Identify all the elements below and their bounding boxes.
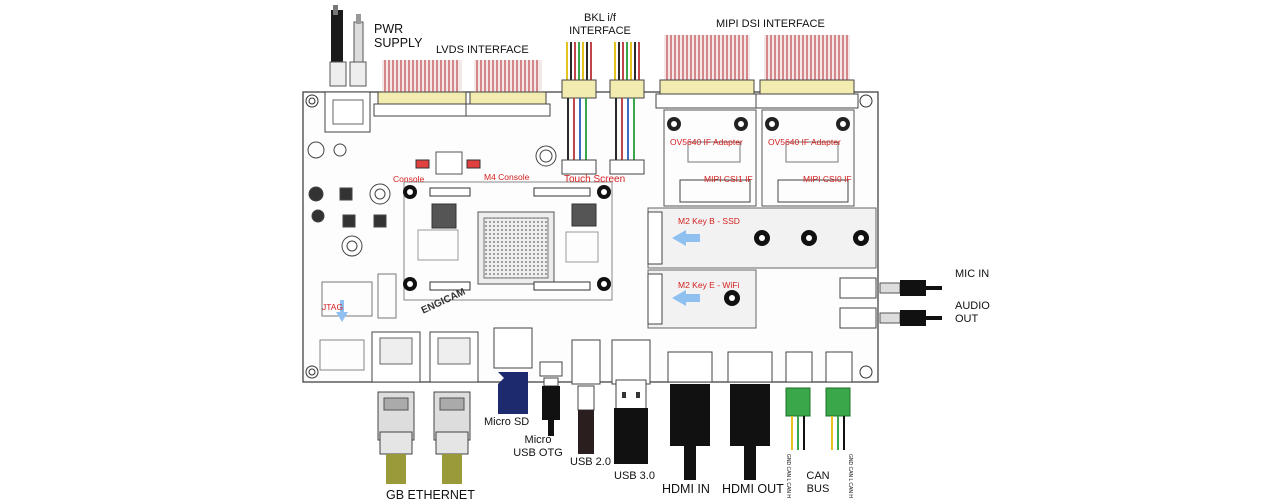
can-connector-2: [825, 351, 853, 450]
left-components: [307, 141, 397, 371]
hdmi-in-label: HDMI IN: [662, 482, 710, 496]
usb2-plug: [571, 339, 601, 454]
mic-in-label: MIC IN: [955, 268, 990, 280]
micro-sd-label: Micro SD: [484, 416, 530, 428]
bkl-cable-1: [561, 42, 597, 175]
mipi-csi0-label: MIPI CSI0 IF: [803, 174, 852, 184]
bkl-cable-2: [609, 42, 645, 175]
gb-ethernet-label: GB ETHERNET: [386, 488, 475, 502]
mipi-csi1-label: MIPI CSI1 IF: [704, 174, 753, 184]
mipi-dsi-label: MIPI DSI INTERFACE: [716, 18, 825, 30]
can-connector-1: [785, 351, 813, 450]
soc-area: [403, 145, 613, 301]
lvds-label: LVDS INTERFACE: [436, 44, 529, 56]
hdmi-in-plug: [667, 351, 713, 480]
bkl-label: BKL i/f INTERFACE: [569, 12, 631, 37]
mipi-cable-1: [655, 35, 759, 109]
usb2-label: USB 2.0: [570, 456, 611, 468]
jtag-arrow: [336, 300, 348, 322]
micro-usb-otg-label: Micro USB OTG: [513, 434, 563, 459]
ov5640-adapter-2-label: OV5640 IF Adapter: [768, 137, 841, 147]
ov5640-adapter-1-label: OV5640 IF Adapter: [670, 137, 743, 147]
mount-holes: [305, 94, 873, 379]
usb3-label: USB 3.0: [614, 470, 655, 482]
ethernet-jack-2: [429, 331, 479, 484]
lvds-cable-2: [465, 60, 551, 117]
pwr-plug: [324, 5, 371, 133]
usb3-plug: [611, 339, 651, 464]
csi-adapter-1: [663, 109, 757, 207]
m2-wifi-card: [647, 269, 757, 329]
audio-plugs: [839, 277, 942, 329]
m2-key-e-label: M2 Key E - WiFi: [678, 280, 740, 290]
jtag-label: JTAG: [322, 302, 344, 312]
touch-screen-label: Touch Screen: [564, 174, 626, 185]
ethernet-jack-1: [371, 331, 421, 484]
hdmi-out-label: HDMI OUT: [722, 482, 784, 496]
can-bus-label: CAN BUS: [806, 470, 830, 495]
pwr-supply-label: PWR SUPPLY: [374, 22, 423, 51]
m2-ssd-card: [647, 207, 877, 269]
micro-sd-card: [493, 327, 533, 414]
console-connectors: [415, 151, 481, 175]
hdmi-out-plug: [727, 351, 773, 480]
can-pins-a: GND CAN L CAN H: [785, 454, 791, 498]
csi-adapter-2: [761, 109, 855, 207]
m2-key-b-label: M2 Key B - SSD: [678, 216, 740, 226]
can-pins-b: GND CAN L CAN H: [847, 454, 853, 498]
console-label: Console: [393, 174, 425, 184]
micro-usb-plug: [539, 361, 563, 436]
lvds-cable-1: [373, 60, 471, 117]
audio-out-label: AUDIO OUT: [955, 300, 990, 325]
mipi-cable-2: [755, 35, 859, 109]
m4-console-label: M4 Console: [484, 172, 530, 182]
